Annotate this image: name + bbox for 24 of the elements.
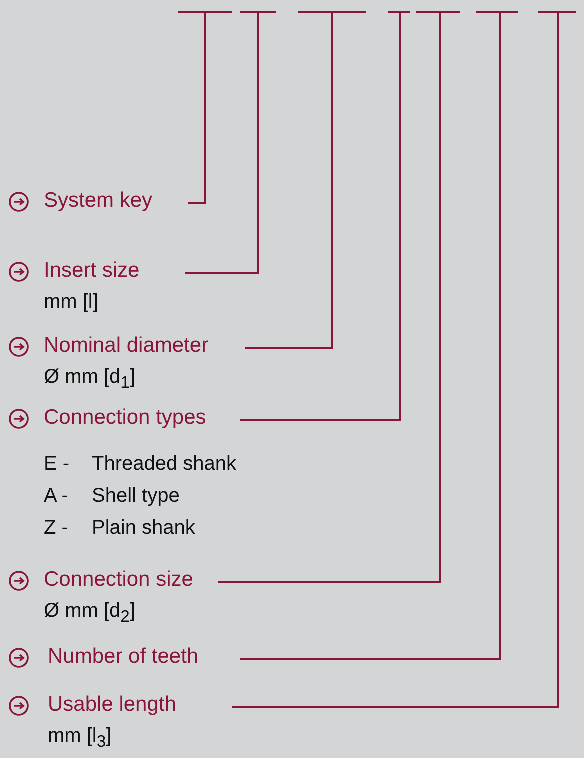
field-name: Number of teeth — [48, 644, 199, 670]
leader-line — [218, 12, 441, 583]
field-unit: Ø mm [d$_{2}$] — [44, 599, 136, 628]
field-name: Nominal diameter — [44, 333, 209, 359]
type-code: A - — [44, 484, 68, 508]
leader-line — [185, 12, 259, 274]
field-name: Usable length — [48, 692, 176, 718]
leader-line — [240, 12, 401, 421]
field-name: Connection types — [44, 405, 206, 431]
type-code: E - — [44, 452, 70, 476]
field-name: Insert size — [44, 258, 140, 284]
field-unit: mm [l$_{3}$] — [48, 724, 112, 753]
type-meaning: Plain shank — [92, 516, 196, 540]
field-unit: Ø mm [d$_{1}$] — [44, 365, 136, 394]
type-meaning: Shell type — [92, 484, 180, 508]
leader-line — [245, 12, 333, 349]
field-unit: mm [l] — [44, 290, 98, 314]
field-name: Connection size — [44, 567, 194, 593]
leader-line — [188, 12, 206, 204]
type-meaning: Threaded shank — [92, 452, 237, 476]
field-name: System key — [44, 188, 153, 214]
leader-line — [232, 12, 559, 708]
type-code: Z - — [44, 516, 68, 540]
leader-line — [240, 12, 501, 660]
